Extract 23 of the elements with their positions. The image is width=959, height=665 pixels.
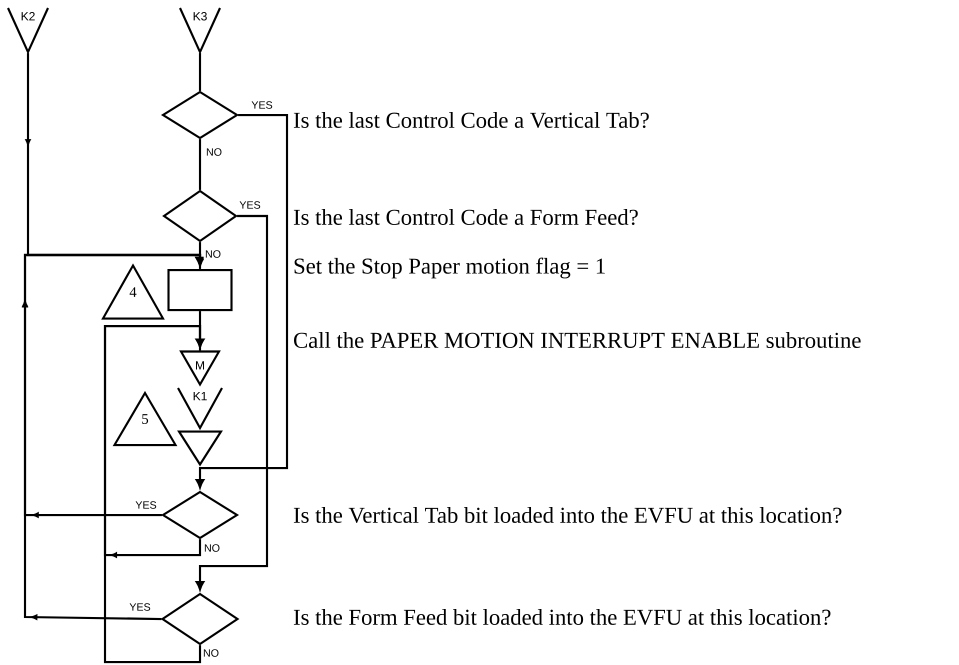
description-text: Is the last Control Code a Form Feed? [294,208,638,226]
flow-line [196,114,288,488]
edge-label: YES [128,602,152,612]
edge-label: NO [204,248,222,260]
edge-label: NO [202,542,222,554]
flow-line [196,214,268,590]
flow-line [104,324,204,664]
flow-line [198,53,202,91]
description-text: Set the Stop Paper motion flag = 1 [294,258,605,278]
edge-label: YES [250,100,274,110]
flow-line [22,254,204,620]
edge-label: YES [238,200,262,210]
edge-label: NO [202,648,220,658]
edge-label: NO [204,146,224,158]
process-box [167,268,233,312]
flow-line [198,139,202,190]
description-text: Is the Vertical Tab bit loaded into the EVFU at this location? [294,506,842,524]
flow-line [198,311,202,350]
description-text: Is the Form Feed bit loaded into the EVFU at this location? [294,608,830,626]
edge-label: YES [134,500,158,510]
description-text: Call the PAPER MOTION INTERRUPT ENABLE subroutine [294,332,861,348]
flow-line [198,242,202,269]
description-text: Is the last Control Code a Vertical Tab? [294,112,649,128]
